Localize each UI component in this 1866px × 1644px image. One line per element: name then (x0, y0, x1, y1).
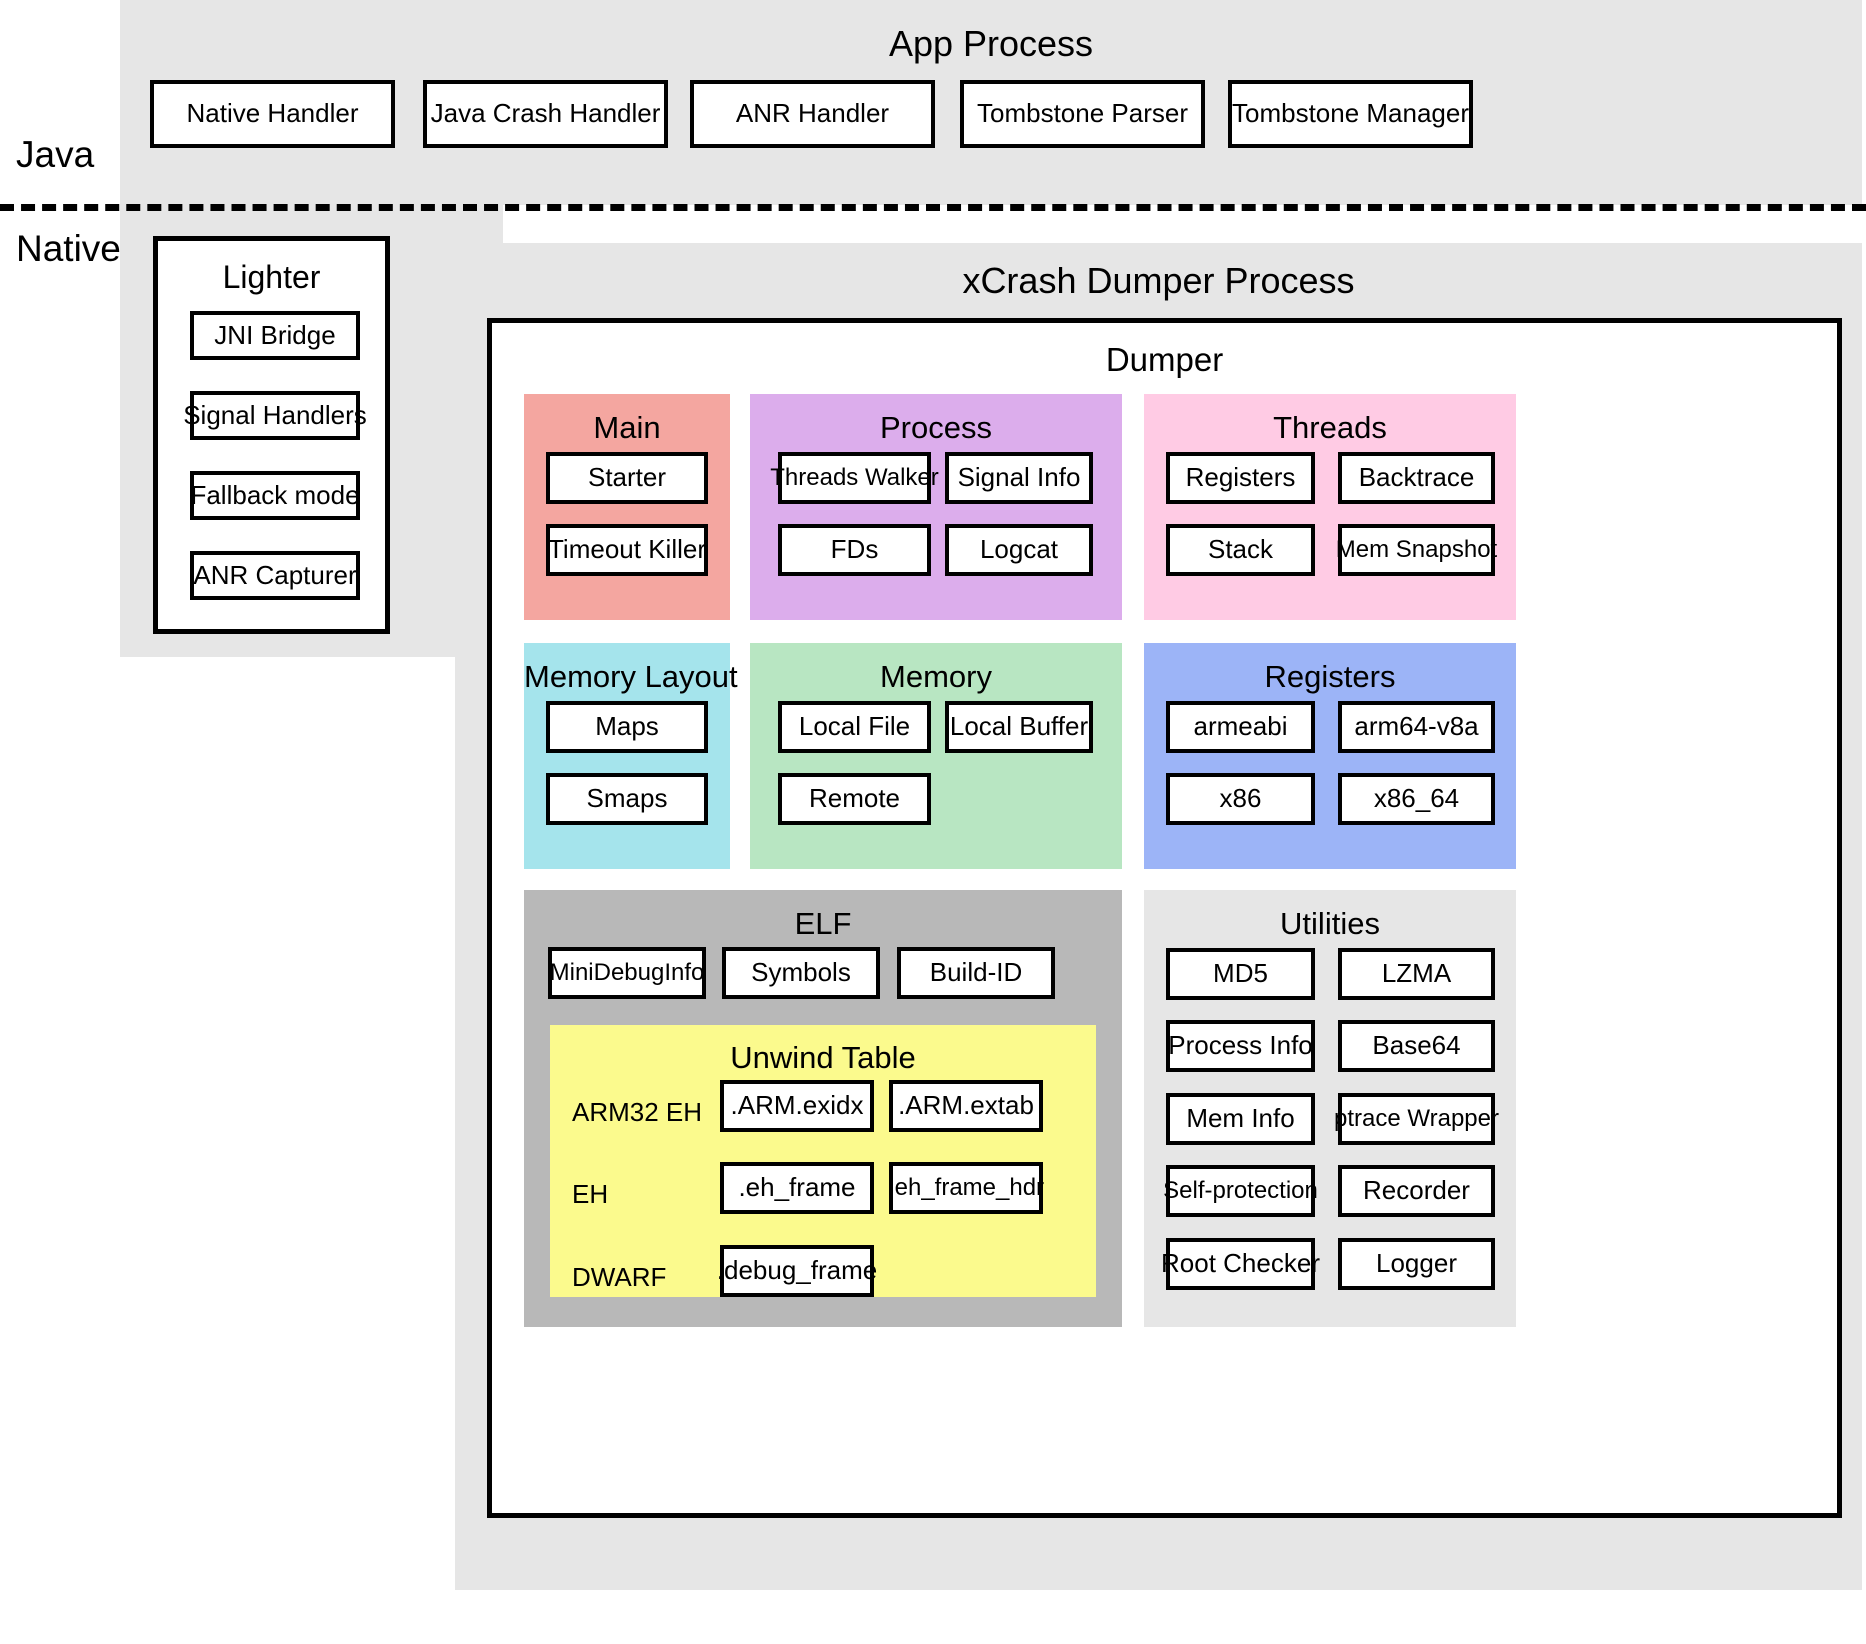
node-smaps[interactable]: Smaps (546, 773, 708, 825)
node-md5[interactable]: MD5 (1166, 948, 1315, 1000)
group-registers: Registers armeabi arm64-v8a x86 x86_64 (1144, 643, 1516, 869)
node-fallback-mode[interactable]: Fallback mode (190, 471, 360, 520)
group-memory-title: Memory (880, 659, 992, 694)
node-starter[interactable]: Starter (546, 452, 708, 504)
group-registers-title: Registers (1264, 659, 1396, 694)
node-maps[interactable]: Maps (546, 701, 708, 753)
node-recorder[interactable]: Recorder (1338, 1165, 1495, 1217)
node-debug-frame[interactable]: .debug_frame (717, 1245, 877, 1297)
group-process-title: Process (880, 410, 992, 445)
node-build-id[interactable]: Build-ID (897, 947, 1055, 999)
unwind-row-label-dwarf: DWARF (572, 1262, 667, 1292)
node-threads-walker[interactable]: Threads Walker (770, 452, 939, 504)
node-mem-snapshot[interactable]: Mem Snapshot (1336, 524, 1497, 576)
node-anr-capturer[interactable]: ANR Capturer (190, 551, 360, 600)
node-local-buffer[interactable]: Local Buffer (945, 701, 1093, 753)
node-self-protection[interactable]: Self-protection (1163, 1165, 1318, 1217)
group-utilities: Utilities MD5 LZMA Process Info Base64 M… (1144, 890, 1516, 1327)
group-unwind-table: Unwind Table ARM32 EH .ARM.exidx .ARM.ex… (550, 1025, 1096, 1297)
group-threads-title: Threads (1273, 410, 1387, 445)
group-unwind-table-title: Unwind Table (730, 1040, 916, 1075)
node-java-crash-handler[interactable]: Java Crash Handler (423, 80, 668, 148)
lighter-box: Lighter JNI Bridge Signal Handlers Fallb… (153, 236, 390, 634)
node-native-handler[interactable]: Native Handler (150, 80, 395, 148)
node-arm64-v8a[interactable]: arm64-v8a (1338, 701, 1495, 753)
node-arm-exidx[interactable]: .ARM.exidx (720, 1080, 874, 1132)
dumper-title: Dumper (1105, 341, 1224, 378)
node-minidebuginfo[interactable]: MiniDebugInfo (548, 947, 706, 999)
node-registers-thread[interactable]: Registers (1166, 452, 1315, 504)
node-signal-handlers[interactable]: Signal Handlers (183, 391, 367, 440)
node-logger[interactable]: Logger (1338, 1238, 1495, 1290)
node-local-file[interactable]: Local File (778, 701, 931, 753)
group-elf-title: ELF (794, 906, 852, 941)
group-process: Process Threads Walker Signal Info FDs L… (750, 394, 1122, 620)
node-stack[interactable]: Stack (1166, 524, 1315, 576)
node-ptrace-wrapper[interactable]: ptrace Wrapper (1334, 1093, 1499, 1145)
group-memory: Memory Local File Local Buffer Remote (750, 643, 1122, 869)
group-main-title: Main (593, 410, 661, 445)
node-armeabi[interactable]: armeabi (1166, 701, 1315, 753)
node-lzma[interactable]: LZMA (1338, 948, 1495, 1000)
group-memory-layout-title: Memory Layout (524, 659, 738, 694)
node-jni-bridge[interactable]: JNI Bridge (190, 311, 360, 360)
node-process-info[interactable]: Process Info (1166, 1020, 1315, 1072)
layer-label-native: Native (16, 228, 121, 269)
xcrash-dumper-process-title: xCrash Dumper Process (962, 260, 1355, 301)
dumper-box: Dumper Main Starter Timeout Killer Proce… (487, 318, 1842, 1518)
node-logcat[interactable]: Logcat (945, 524, 1093, 576)
node-fds[interactable]: FDs (778, 524, 931, 576)
node-x86[interactable]: x86 (1166, 773, 1315, 825)
app-process-title: App Process (888, 23, 1094, 64)
group-threads: Threads Registers Backtrace Stack Mem Sn… (1144, 394, 1516, 620)
node-tombstone-manager[interactable]: Tombstone Manager (1228, 80, 1473, 148)
xcrash-dumper-process-panel: xCrash Dumper Process Dumper Main Starte… (455, 243, 1862, 1590)
node-timeout-killer[interactable]: Timeout Killer (546, 524, 708, 576)
unwind-row-label-arm32-eh: ARM32 EH (572, 1097, 703, 1127)
node-mem-info[interactable]: Mem Info (1166, 1093, 1315, 1145)
node-signal-info[interactable]: Signal Info (945, 452, 1093, 504)
node-tombstone-parser[interactable]: Tombstone Parser (960, 80, 1205, 148)
lighter-title: Lighter (222, 259, 321, 295)
node-root-checker[interactable]: Root Checker (1161, 1238, 1320, 1290)
group-utilities-title: Utilities (1280, 906, 1380, 941)
node-remote[interactable]: Remote (778, 773, 931, 825)
group-elf: ELF MiniDebugInfo Symbols Build-ID Unwin… (524, 890, 1122, 1327)
node-x86-64[interactable]: x86_64 (1338, 773, 1495, 825)
java-native-divider (0, 204, 1866, 211)
group-main: Main Starter Timeout Killer (524, 394, 730, 620)
node-backtrace[interactable]: Backtrace (1338, 452, 1495, 504)
node-eh-frame-hdr[interactable]: .eh_frame_hdr (888, 1162, 1044, 1214)
node-arm-extab[interactable]: .ARM.extab (889, 1080, 1043, 1132)
layer-label-java: Java (16, 134, 95, 175)
node-base64[interactable]: Base64 (1338, 1020, 1495, 1072)
node-anr-handler[interactable]: ANR Handler (690, 80, 935, 148)
node-symbols[interactable]: Symbols (722, 947, 880, 999)
node-eh-frame[interactable]: .eh_frame (720, 1162, 874, 1214)
unwind-row-label-eh: EH (572, 1179, 609, 1209)
app-process-panel: App Process Native Handler Java Crash Ha… (120, 0, 1862, 205)
group-memory-layout: Memory Layout Maps Smaps (524, 643, 738, 869)
